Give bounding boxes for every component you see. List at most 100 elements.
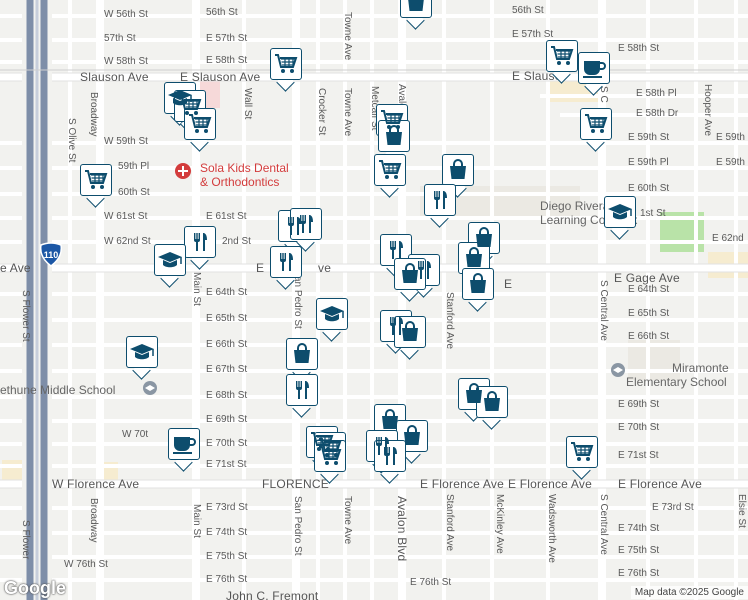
street-label: E 76th St bbox=[410, 577, 452, 588]
school-icon bbox=[608, 204, 632, 220]
poi-label[interactable]: Miramonte bbox=[672, 361, 729, 375]
street-label: Hooper Ave bbox=[702, 84, 713, 137]
school-pin-icon[interactable] bbox=[142, 380, 158, 396]
shopping-bag-icon bbox=[466, 247, 482, 267]
grad-cap-marker[interactable] bbox=[604, 196, 636, 240]
street-label: McKinley Ave bbox=[494, 494, 505, 554]
shopping-cart-icon bbox=[379, 160, 402, 179]
street-label: E Florence Ave bbox=[420, 477, 504, 491]
fork-knife-marker[interactable] bbox=[270, 246, 302, 290]
shopping-bag-icon bbox=[402, 263, 418, 283]
street-label: E 67th St bbox=[206, 364, 248, 375]
coffee-cup-marker[interactable] bbox=[168, 428, 200, 472]
street-label: W 61st St bbox=[104, 211, 148, 222]
street-label: Towne Ave bbox=[342, 496, 353, 545]
restaurant-icon bbox=[434, 191, 447, 209]
bag-marker[interactable] bbox=[458, 242, 490, 286]
coffee-cup-marker[interactable] bbox=[578, 52, 610, 96]
street-label: E bbox=[504, 277, 513, 291]
street-label: E 69th St bbox=[618, 399, 660, 410]
marker-box bbox=[154, 244, 186, 276]
shopping-cart-icon bbox=[189, 114, 212, 133]
marker-box bbox=[184, 108, 216, 140]
marker-box bbox=[468, 222, 500, 254]
bag-marker[interactable] bbox=[286, 338, 318, 382]
street-label: 1st St bbox=[640, 208, 666, 219]
street-label: E 66th St bbox=[206, 339, 248, 350]
bag-marker[interactable] bbox=[468, 222, 500, 266]
street-label: S Central Ave bbox=[598, 280, 609, 341]
restaurant-icon bbox=[390, 241, 403, 259]
street-label: W 59th St bbox=[104, 136, 148, 147]
bag-marker[interactable] bbox=[400, 0, 432, 30]
street-label: E 59th bbox=[716, 132, 745, 143]
bag-marker[interactable] bbox=[394, 258, 426, 302]
grad-cap-marker[interactable] bbox=[126, 336, 158, 380]
street-label: Crocker St bbox=[316, 88, 327, 136]
cart-marker[interactable] bbox=[80, 164, 112, 208]
bag-marker[interactable] bbox=[462, 268, 494, 312]
cart-marker[interactable] bbox=[374, 154, 406, 198]
fork-knife-marker[interactable] bbox=[380, 234, 412, 278]
cart-marker[interactable] bbox=[580, 108, 612, 152]
street-label: Avalon Blvd bbox=[395, 496, 409, 562]
marker-box bbox=[476, 386, 508, 418]
fork-knife-marker[interactable] bbox=[184, 226, 216, 270]
street-label: Wall St bbox=[242, 88, 253, 120]
street-label: E 75th St bbox=[206, 551, 248, 562]
cart-marker[interactable] bbox=[546, 40, 578, 84]
marker-box bbox=[394, 316, 426, 348]
bag-marker[interactable] bbox=[442, 154, 474, 198]
marker-box bbox=[286, 338, 318, 370]
bag-marker[interactable] bbox=[378, 120, 410, 164]
poi-label[interactable]: & Orthodontics bbox=[200, 175, 280, 189]
shopping-bag-icon bbox=[408, 0, 424, 11]
map-attribution[interactable]: Map data ©2025 Google bbox=[630, 586, 748, 599]
restaurant-icon bbox=[384, 447, 397, 465]
street-label: E 61st St bbox=[206, 211, 247, 222]
fork-knife-marker[interactable] bbox=[286, 374, 318, 418]
street-label: E 58th St bbox=[206, 55, 248, 66]
poi-label[interactable]: Diego Rivera bbox=[540, 199, 610, 213]
marker-box bbox=[604, 196, 636, 228]
fork-knife-marker[interactable] bbox=[424, 184, 456, 228]
bag-marker[interactable] bbox=[458, 378, 490, 422]
street-label: W 58th St bbox=[104, 56, 148, 67]
cart-marker[interactable] bbox=[184, 108, 216, 152]
restaurant-icon bbox=[194, 233, 207, 251]
poi-label[interactable]: Sola Kids Dental bbox=[200, 161, 289, 175]
cart-marker[interactable] bbox=[566, 436, 598, 480]
poi-label[interactable]: ethune Middle School bbox=[0, 383, 116, 397]
street-label: E 73rd St bbox=[652, 502, 694, 513]
school-pin-icon[interactable] bbox=[610, 362, 626, 378]
street-label: Slauson Ave bbox=[80, 70, 149, 84]
poi-label[interactable]: Elementary School bbox=[626, 375, 727, 389]
grad-cap-marker[interactable] bbox=[316, 298, 348, 342]
street-label: W 56th St bbox=[104, 9, 148, 20]
dental-pin-icon[interactable] bbox=[174, 162, 192, 180]
cart-marker[interactable] bbox=[270, 48, 302, 92]
street-label: E 70th St bbox=[206, 438, 248, 449]
shopping-bag-icon bbox=[476, 227, 492, 247]
shopping-cart-icon bbox=[179, 96, 202, 115]
shopping-cart-icon bbox=[275, 54, 298, 73]
bag-marker[interactable] bbox=[476, 386, 508, 430]
street-label: E Slauson Ave bbox=[180, 70, 261, 84]
street-label: 56th St bbox=[512, 5, 544, 16]
grad-cap-marker[interactable] bbox=[154, 244, 186, 288]
restaurant-icon bbox=[376, 437, 389, 455]
fork-knife-marker[interactable] bbox=[374, 440, 406, 484]
street-label: W Florence Ave bbox=[52, 477, 140, 491]
cart-marker[interactable] bbox=[314, 440, 346, 484]
shopping-bag-icon bbox=[294, 343, 310, 363]
shopping-cart-icon bbox=[319, 446, 342, 465]
restaurant-icon bbox=[296, 381, 309, 399]
bag-marker[interactable] bbox=[394, 316, 426, 360]
street-label: 57th St bbox=[104, 33, 136, 44]
street-label: Main St bbox=[191, 272, 202, 306]
shopping-cart-icon bbox=[551, 46, 574, 65]
marker-box bbox=[380, 234, 412, 266]
street-label: San Pedro St bbox=[292, 496, 303, 556]
marker-box bbox=[314, 440, 346, 472]
